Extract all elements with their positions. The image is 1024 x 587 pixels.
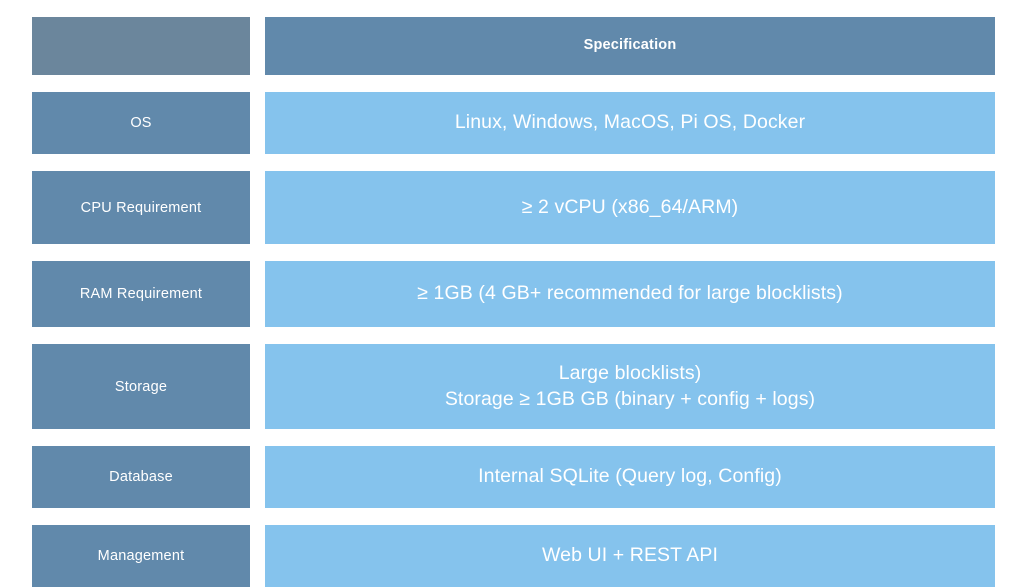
row-value-os: Linux, Windows, MacOS, Pi OS, Docker xyxy=(265,92,995,154)
row-value-management: Web UI + REST API xyxy=(265,525,995,587)
table-row-database: Database Internal SQLite (Query log, Con… xyxy=(32,446,995,508)
row-value-cpu-requirement: ≥ 2 vCPU (x86_64/ARM) xyxy=(265,171,995,244)
table-header-row: Specification xyxy=(32,17,995,75)
row-label-ram-requirement: RAM Requirement xyxy=(32,261,250,327)
row-value-storage-line2: Storage ≥ 1GB GB (binary + config + logs… xyxy=(444,387,816,410)
row-label-database: Database xyxy=(32,446,250,508)
row-value-database: Internal SQLite (Query log, Config) xyxy=(265,446,995,508)
header-specification-cell: Specification xyxy=(265,17,995,75)
row-label-cpu-requirement: CPU Requirement xyxy=(32,171,250,244)
table-row-storage: Storage Large blocklists) Storage ≥ 1GB … xyxy=(32,344,995,429)
row-label-os: OS xyxy=(32,92,250,154)
table-row-os: OS Linux, Windows, MacOS, Pi OS, Docker xyxy=(32,92,995,154)
row-label-storage: Storage xyxy=(32,344,250,429)
header-corner-cell xyxy=(32,17,250,75)
table-row-ram-requirement: RAM Requirement ≥ 1GB (4 GB+ recommended… xyxy=(32,261,995,327)
row-value-storage: Large blocklists) Storage ≥ 1GB GB (bina… xyxy=(265,344,995,429)
row-label-management: Management xyxy=(32,525,250,587)
row-value-storage-line1: Large blocklists) xyxy=(558,361,702,384)
row-value-ram-requirement: ≥ 1GB (4 GB+ recommended for large block… xyxy=(265,261,995,327)
table-row-management: Management Web UI + REST API xyxy=(32,525,995,587)
table-row-cpu-requirement: CPU Requirement ≥ 2 vCPU (x86_64/ARM) xyxy=(32,171,995,244)
specification-table: Specification OS Linux, Windows, MacOS, … xyxy=(32,17,995,587)
